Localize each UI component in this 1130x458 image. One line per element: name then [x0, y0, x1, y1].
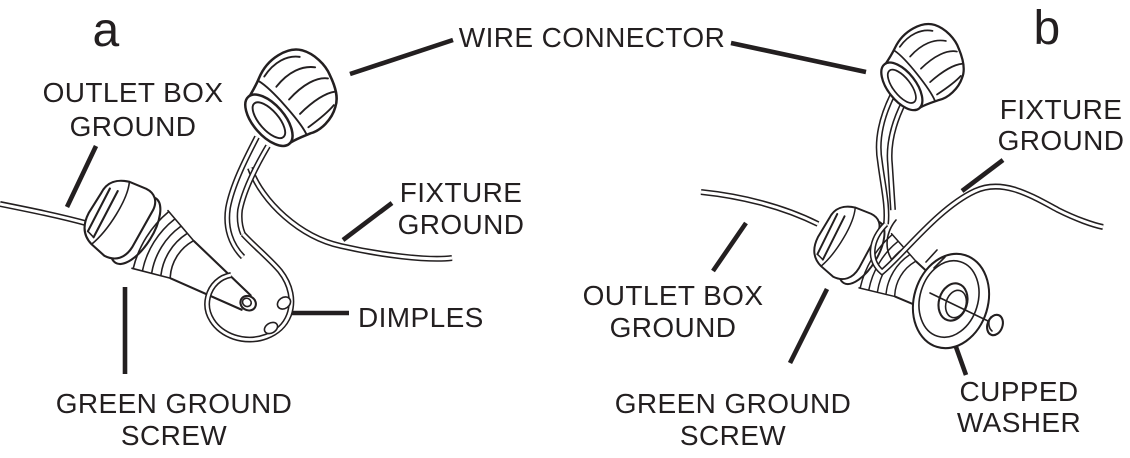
leader-wire-connector-b [730, 40, 867, 75]
leader-outlet-box-ground-b [711, 221, 748, 273]
outlet-box-ground-wire-b [701, 192, 818, 224]
label-fixture-ground-b-line2: GROUND [998, 125, 1125, 156]
dimples-art [263, 296, 292, 335]
label-wire-connector: WIRE CONNECTOR [459, 22, 725, 53]
panel-a-letter: a [92, 4, 119, 57]
label-cupped-washer-line2: WASHER [957, 407, 1081, 438]
labels: a b WIRE CONNECTOR OUTLET BOX GROUND FIX… [43, 2, 1125, 451]
label-cupped-washer-line1: CUPPED [959, 376, 1078, 407]
label-fixture-ground-b-line1: FIXTURE [1000, 94, 1123, 125]
wire-wrap-ring-b [886, 219, 897, 261]
leader-green-ground-screw-b [787, 287, 830, 365]
label-outlet-box-ground-a-line1: OUTLET BOX [43, 77, 224, 108]
wire-hook-loop-a [207, 234, 291, 339]
wire-connector-b-art [865, 11, 981, 125]
panel-b-letter: b [1033, 2, 1060, 55]
screw-tip-button-b [986, 313, 1004, 337]
fixture-ground-wire-b [873, 187, 1103, 272]
leader-lines [64, 37, 1005, 376]
label-fixture-ground-a-line2: GROUND [398, 209, 525, 240]
panel-a-illustration [0, 35, 452, 339]
label-outlet-box-ground-b-line2: GROUND [610, 312, 737, 343]
label-outlet-box-ground-a-line2: GROUND [70, 111, 197, 142]
label-dimples: DIMPLES [358, 302, 484, 333]
cupped-washer-art [911, 249, 1004, 350]
leader-outlet-box-ground-a [64, 145, 99, 208]
leader-cupped-washer [953, 346, 969, 376]
screw-axis-line-b [929, 292, 989, 322]
outlet-box-ground-wire-a [0, 204, 89, 224]
label-green-ground-screw-b-line2: SCREW [680, 420, 786, 451]
leader-fixture-ground-b [960, 158, 1005, 193]
wire-connector-a-art [227, 35, 356, 162]
label-green-ground-screw-b-line1: GREEN GROUND [615, 388, 852, 419]
panel-b-illustration [701, 11, 1103, 352]
leader-fixture-ground-a [341, 201, 394, 242]
label-fixture-ground-a-line1: FIXTURE [400, 177, 523, 208]
leader-wire-connector-a [349, 37, 454, 77]
label-green-ground-screw-a-line1: GREEN GROUND [56, 388, 293, 419]
label-outlet-box-ground-b-line1: OUTLET BOX [583, 280, 764, 311]
label-green-ground-screw-a-line2: SCREW [121, 420, 227, 451]
twisted-wires-b [879, 94, 904, 224]
